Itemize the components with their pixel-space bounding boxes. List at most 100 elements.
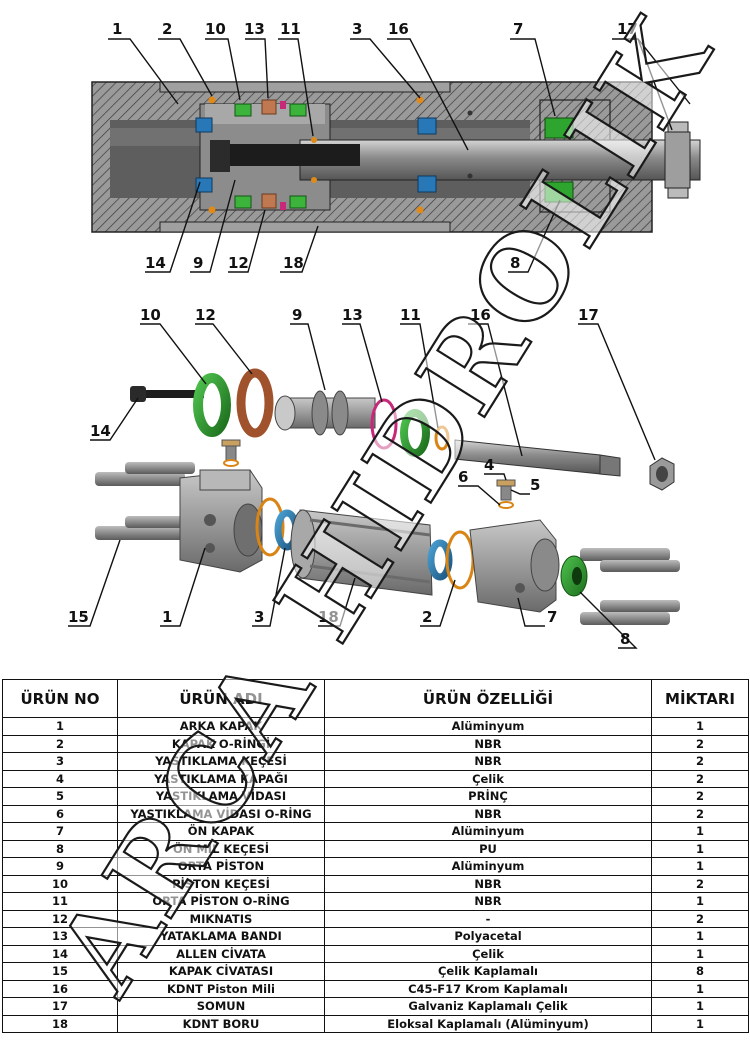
cell-part-no: 17: [2, 997, 118, 1016]
callout-17: 17: [617, 20, 638, 38]
cell-quantity: 2: [651, 787, 749, 806]
part-piston-oring: [434, 425, 450, 451]
cell-part-no: 10: [2, 874, 118, 893]
cell-quantity: 1: [651, 997, 749, 1016]
ex-callout-9: 9: [292, 306, 302, 324]
cell-part-name: ÖN KAPAK: [117, 822, 325, 841]
parts-table: ÜRÜN NO ÜRÜN ADI ÜRÜN ÖZELLİĞİ MİKTARI 1…: [2, 679, 749, 1033]
cell-part-name: YATAKLAMA BANDI: [117, 927, 325, 946]
cell-part-name: YASTIKLAMA KEÇESİ: [117, 752, 325, 771]
cell-part-no: 2: [2, 734, 118, 753]
callout-3: 3: [352, 20, 362, 38]
header-part-name: ÜRÜN ADI: [117, 679, 325, 718]
cell-quantity: 1: [651, 839, 749, 858]
ex-callout-16: 16: [470, 306, 491, 324]
cell-part-name: PİSTON KEÇESİ: [117, 874, 325, 893]
callout-2: 2: [162, 20, 172, 38]
header-part-no: ÜRÜN NO: [2, 679, 118, 718]
part-cushion-seal-2: [427, 539, 453, 581]
cell-part-no: 7: [2, 822, 118, 841]
part-piston-seal-2: [400, 409, 430, 457]
callout-7: 7: [513, 20, 523, 38]
part-cover-oring: [255, 497, 285, 557]
part-magnet: [236, 368, 274, 438]
cell-quantity: 2: [651, 769, 749, 788]
cell-part-no: 15: [2, 962, 118, 981]
cell-part-spec: Çelik: [324, 769, 652, 788]
part-bearing-band: [370, 398, 398, 450]
callout-16: 16: [388, 20, 409, 38]
ex-callout-2: 2: [422, 608, 432, 626]
cell-part-name: ALLEN CİVATA: [117, 944, 325, 963]
ex-callout-5: 5: [530, 476, 540, 494]
cell-part-no: 1: [2, 717, 118, 736]
part-tube: [290, 509, 433, 596]
cell-quantity: 1: [651, 892, 749, 911]
cell-quantity: 1: [651, 857, 749, 876]
cell-part-no: 14: [2, 944, 118, 963]
cell-part-spec: NBR: [324, 734, 652, 753]
ex-callout-10: 10: [140, 306, 161, 324]
cell-part-spec: Alüminyum: [324, 822, 652, 841]
cell-quantity: 8: [651, 962, 749, 981]
cell-part-name: KAPAK CİVATASI: [117, 962, 325, 981]
cell-quantity: 2: [651, 804, 749, 823]
cell-quantity: 2: [651, 909, 749, 928]
ex-callout-3: 3: [254, 608, 264, 626]
cell-part-name: ARKA KAPAK: [117, 717, 325, 736]
ex-callout-12: 12: [195, 306, 216, 324]
cell-part-spec: Polyacetal: [324, 927, 652, 946]
cell-part-no: 5: [2, 787, 118, 806]
cell-quantity: 2: [651, 874, 749, 893]
ex-callout-6: 6: [458, 468, 468, 486]
cell-part-spec: PRİNÇ: [324, 787, 652, 806]
cell-part-spec: NBR: [324, 804, 652, 823]
ex-callout-17: 17: [578, 306, 599, 324]
cell-quantity: 2: [651, 734, 749, 753]
cell-part-spec: NBR: [324, 752, 652, 771]
callout-12: 12: [228, 254, 249, 272]
cell-part-name: YASTIKLAMA VİDASI: [117, 787, 325, 806]
cell-part-name: KDNT Piston Mili: [117, 979, 325, 998]
part-piston-seal: [193, 373, 231, 437]
callout-14: 14: [145, 254, 166, 272]
cell-part-no: 6: [2, 804, 118, 823]
cell-part-no: 18: [2, 1014, 118, 1033]
cell-part-name: KDNT BORU: [117, 1014, 325, 1033]
cell-part-no: 16: [2, 979, 118, 998]
part-allen-bolt: [130, 386, 146, 402]
cell-part-spec: Galvaniz Kaplamalı Çelik: [324, 997, 652, 1016]
callout-9: 9: [193, 254, 203, 272]
cell-part-no: 4: [2, 769, 118, 788]
cell-part-spec: NBR: [324, 892, 652, 911]
ex-callout-1: 1: [162, 608, 172, 626]
cell-part-name: KAPAK O-RİNGİ: [117, 734, 325, 753]
ex-callout-13: 13: [342, 306, 363, 324]
ex-callout-8: 8: [620, 630, 630, 648]
cylinder-diagram: 1 2 10 13 11 3 16 7 17 14 9 12 18 8: [68, 20, 701, 649]
ex-callout-18: 18: [318, 608, 339, 626]
cell-part-spec: PU: [324, 839, 652, 858]
callout-18: 18: [283, 254, 304, 272]
callout-8: 8: [510, 254, 520, 272]
ex-callout-15: 15: [68, 608, 89, 626]
callout-13: 13: [244, 20, 265, 38]
ex-callout-4: 4: [484, 456, 494, 474]
cell-part-spec: C45-F17 Krom Kaplamalı: [324, 979, 652, 998]
cell-part-spec: NBR: [324, 874, 652, 893]
cell-part-name: SOMUN: [117, 997, 325, 1016]
cell-quantity: 1: [651, 822, 749, 841]
